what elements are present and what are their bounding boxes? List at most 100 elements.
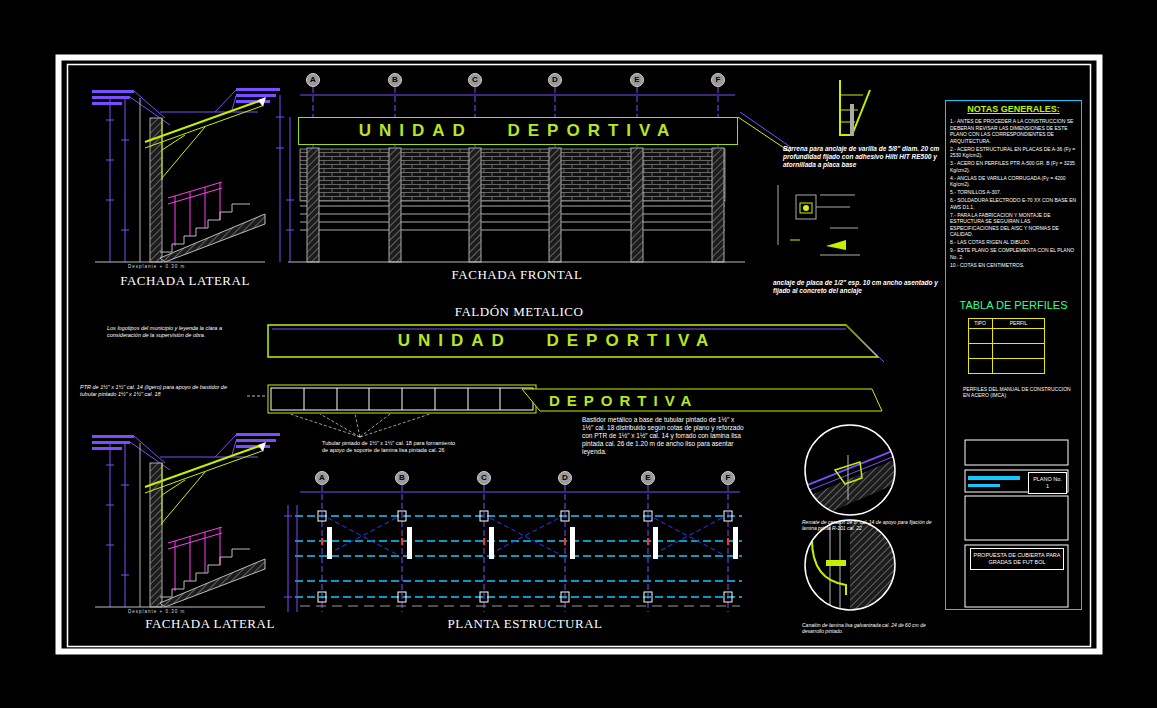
grid-axis-letter: B — [396, 472, 408, 484]
structural-plan — [398, 592, 406, 602]
annotation-note: Bastidor metálico a base de tubular pint… — [582, 416, 747, 456]
structural-plan — [402, 485, 403, 612]
fascia-frame — [320, 414, 360, 437]
structural-plan — [727, 538, 729, 545]
title-block-text: PROPUESTA DE CUBIERTA PARA GRADAS DE FUT… — [971, 550, 1063, 568]
table-header: PERFIL — [992, 318, 1045, 328]
notes-heading: NOTAS GENERALES: — [946, 104, 1081, 114]
structural-plan — [648, 485, 649, 612]
structural-plan — [322, 485, 728, 612]
seat-line — [300, 230, 725, 231]
sign-band: UNIDAD DEPORTIVA — [298, 117, 738, 145]
grid-axis-letter: D — [549, 74, 561, 86]
anchor-detail — [800, 203, 812, 213]
concrete-column — [469, 148, 481, 262]
fascia-frame — [268, 385, 536, 413]
profile-table: TABLA DE PERFILESTIPOPERFIL — [955, 298, 1072, 378]
structural-plan — [644, 592, 652, 602]
gutter-detail — [848, 455, 849, 500]
structural-plan — [490, 518, 559, 554]
dimension-line — [290, 117, 291, 262]
structural-plan — [401, 538, 403, 545]
grid-axis-letter: C — [478, 472, 490, 484]
title-block-text: PLANO No. 1 — [1029, 474, 1066, 492]
annotation-note: Los logotipos del municipio y leyenda la… — [107, 325, 257, 338]
grid-axis-bubble: D — [548, 73, 562, 87]
structural-plan — [321, 538, 323, 545]
grid-axis-letter: B — [389, 74, 401, 86]
fascia-frame — [360, 414, 390, 437]
structural-plan — [647, 538, 649, 545]
fascia-frame — [402, 388, 403, 410]
fascia-frame — [355, 414, 360, 437]
structural-plan — [297, 505, 298, 612]
structural-plan — [327, 527, 738, 559]
structural-plan — [328, 518, 396, 554]
title-block — [968, 484, 1000, 487]
anchor-detail — [850, 104, 854, 136]
structural-plan — [561, 592, 569, 602]
grid-axis-bubble: D — [558, 471, 572, 485]
structural-plan — [407, 527, 412, 559]
annotation-note: Tubular pintado de 1½" x 1½" cal. 18 par… — [322, 440, 462, 453]
grid-axis-bubble: A — [306, 73, 320, 87]
fascia-frame — [522, 389, 882, 411]
grid-axis-bubble: E — [641, 471, 655, 485]
structural-plan — [733, 527, 738, 559]
structural-plan — [561, 511, 569, 521]
fascia-panel — [272, 329, 846, 330]
gutter-detail — [826, 560, 846, 566]
sign-lettering: DEPORTIVA — [545, 392, 698, 409]
structural-plan — [570, 527, 575, 559]
grid-axis-letter: C — [469, 74, 481, 86]
structural-plan — [300, 492, 740, 493]
grid-axis-letter: E — [631, 74, 643, 86]
structural-plan — [300, 606, 740, 607]
fascia-sign: UNIDAD DEPORTIVA — [272, 326, 842, 356]
annotation-note: PTR de 1½" x 1½" cal. 14 (ligero) para a… — [80, 384, 245, 397]
structural-plan — [480, 511, 488, 521]
structural-plan — [483, 538, 485, 545]
dimension-line — [276, 148, 284, 149]
structural-plan — [654, 518, 722, 554]
table-rule — [968, 358, 1045, 359]
structural-plan — [565, 485, 566, 612]
view-title: FACHADA FRONTAL — [417, 267, 617, 283]
fascia-frame — [468, 388, 469, 410]
annotation-note: Desplante + 0.30 m — [128, 264, 228, 269]
fascia-panel — [268, 325, 878, 357]
structural-plan — [564, 538, 566, 545]
structural-plan — [490, 518, 559, 554]
fascia-frame — [360, 414, 430, 437]
table-rule — [968, 343, 1045, 344]
general-note: 9.- ESTE PLANO SE COMPLEMENTA CON EL PLA… — [946, 247, 1081, 260]
seat-line — [300, 206, 725, 230]
annotation-note: Canalón de lamina lisa galvanizada cal. … — [802, 622, 942, 634]
gutter-detail — [812, 540, 846, 595]
general-note: 10.- COTAS EN CENTIMETROS. — [946, 262, 1081, 269]
fascia-frame — [247, 385, 882, 437]
general-note: 3.- ACERO EN PERFILES PTR A-500 GR. B (F… — [946, 160, 1081, 173]
structural-plan — [288, 505, 289, 612]
fascia-frame — [290, 414, 360, 437]
table-rule — [968, 328, 1045, 329]
view-title: FALDÓN METALICO — [419, 304, 619, 320]
structural-plan — [328, 518, 722, 554]
annotation-note: anclaje de placa de 1/2" esp. 10 cm anch… — [773, 279, 943, 295]
gutter-detail — [850, 520, 900, 610]
fascia-frame — [290, 414, 430, 437]
anchor-detail — [796, 195, 816, 219]
title-block-cell: PROPUESTA DE CUBIERTA PARA GRADAS DE FUT… — [970, 548, 1064, 570]
structural-plan — [295, 516, 742, 597]
annotation-note: PERFILES DEL MANUAL DE CONSTRUCCION EN A… — [963, 386, 1075, 398]
grid-axis-letter: D — [559, 472, 571, 484]
anchor-detail — [840, 80, 870, 135]
dimension-line — [286, 200, 294, 201]
anchor-detail — [826, 240, 846, 250]
gutter-detail — [805, 425, 895, 515]
anchor-detail — [778, 185, 860, 255]
dimension-line — [276, 117, 284, 118]
anchor-detail — [778, 185, 779, 245]
